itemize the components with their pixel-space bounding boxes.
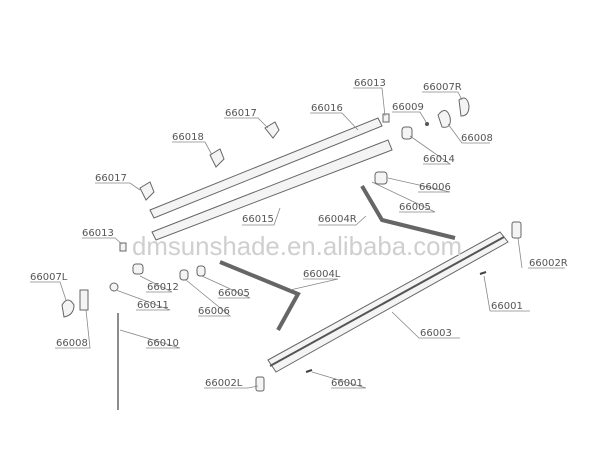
label-66002R: 66002R <box>529 258 568 269</box>
label-66008: 66008 <box>461 133 493 144</box>
label-66005: 66005 <box>218 288 250 299</box>
leader-lines <box>30 87 565 389</box>
label-66007L: 66007L <box>30 272 68 283</box>
part-66004L-arm <box>219 260 301 331</box>
label-66013: 66013 <box>354 78 386 89</box>
label-66006: 66006 <box>198 306 230 317</box>
label-66002L: 66002L <box>205 378 243 389</box>
label-66017: 66017 <box>95 173 127 184</box>
label-66015: 66015 <box>242 214 274 225</box>
label-66009: 66009 <box>392 102 424 113</box>
label-66008: 66008 <box>56 338 88 349</box>
label-66010: 66010 <box>147 338 179 349</box>
label-66011: 66011 <box>137 300 169 311</box>
part-66016-roller-tube <box>149 117 393 241</box>
label-66016: 66016 <box>311 103 343 114</box>
label-66018: 66018 <box>172 132 204 143</box>
label-66004R: 66004R <box>318 214 357 225</box>
part-66003-front-bar <box>267 231 509 373</box>
label-66014: 66014 <box>423 154 455 165</box>
label-66003: 66003 <box>420 328 452 339</box>
label-66013: 66013 <box>82 228 114 239</box>
label-66012: 66012 <box>147 282 179 293</box>
label-66001: 66001 <box>491 301 523 312</box>
small-parts <box>61 97 522 410</box>
label-66004L: 66004L <box>303 269 341 280</box>
label-66017: 66017 <box>225 108 257 119</box>
part-66004R-arm <box>360 184 456 240</box>
label-66005: 66005 <box>399 202 431 213</box>
watermark: dmsunshade.en.alibaba.com <box>132 231 462 261</box>
label-66006: 66006 <box>419 182 451 193</box>
label-66001: 66001 <box>331 378 363 389</box>
label-66007R: 66007R <box>423 82 462 93</box>
